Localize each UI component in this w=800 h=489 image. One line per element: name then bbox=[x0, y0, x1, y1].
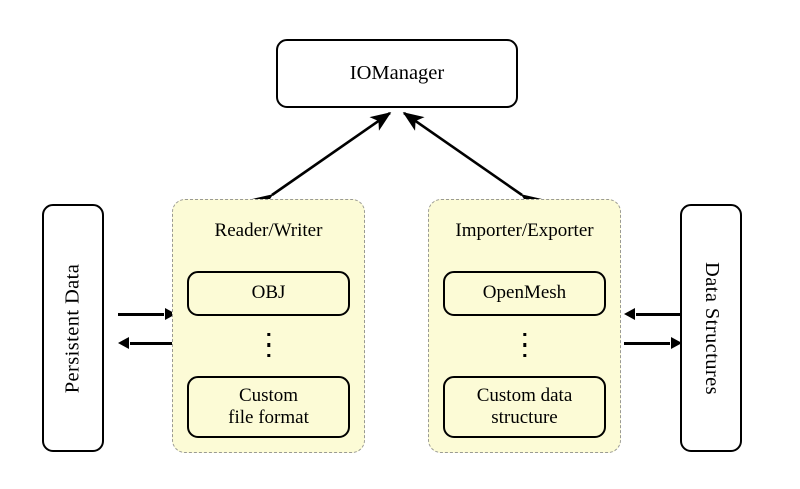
item-custom-data-structure-line2: structure bbox=[491, 407, 558, 428]
item-custom-data-structure-line1: Custom data bbox=[476, 384, 573, 406]
dot bbox=[522, 353, 527, 358]
data-structures-label: Data Structures bbox=[700, 261, 723, 395]
persistent-data-label: Persistent Data bbox=[61, 263, 84, 393]
iomanager-label: IOManager bbox=[349, 62, 445, 84]
item-custom-file-format-line2: file format bbox=[228, 407, 309, 428]
item-obj-label: OBJ bbox=[251, 282, 286, 304]
arrow-reader-writer-to-persistent-data bbox=[130, 342, 176, 345]
item-custom-data-structure: Custom data structure bbox=[443, 376, 606, 438]
panel-reader-writer-title: Reader/Writer bbox=[214, 220, 323, 241]
item-openmesh: OpenMesh bbox=[443, 271, 606, 316]
arrow-persistent-data-to-reader-writer bbox=[118, 313, 164, 316]
node-data-structures: Data Structures bbox=[680, 204, 742, 452]
item-custom-file-format: Custom file format bbox=[187, 376, 350, 438]
panel-importer-exporter: Importer/Exporter OpenMesh Custom data s… bbox=[428, 199, 621, 453]
dot bbox=[522, 333, 527, 337]
node-iomanager: IOManager bbox=[276, 39, 518, 108]
dot bbox=[266, 353, 271, 358]
ellipsis-importer-exporter bbox=[522, 333, 527, 358]
dot bbox=[266, 343, 271, 347]
panel-importer-exporter-title: Importer/Exporter bbox=[455, 220, 594, 241]
ellipsis-reader-writer bbox=[266, 333, 271, 358]
item-custom-file-format-line1: Custom bbox=[238, 384, 299, 406]
arrow-data-structures-to-importer-exporter bbox=[636, 313, 682, 316]
node-persistent-data: Persistent Data bbox=[42, 204, 104, 452]
dot bbox=[522, 343, 527, 347]
item-openmesh-label: OpenMesh bbox=[482, 282, 567, 304]
panel-reader-writer: Reader/Writer OBJ Custom file format bbox=[172, 199, 365, 453]
item-obj: OBJ bbox=[187, 271, 350, 316]
dot bbox=[266, 333, 271, 337]
arrow-importer-exporter-to-data-structures bbox=[624, 342, 670, 345]
